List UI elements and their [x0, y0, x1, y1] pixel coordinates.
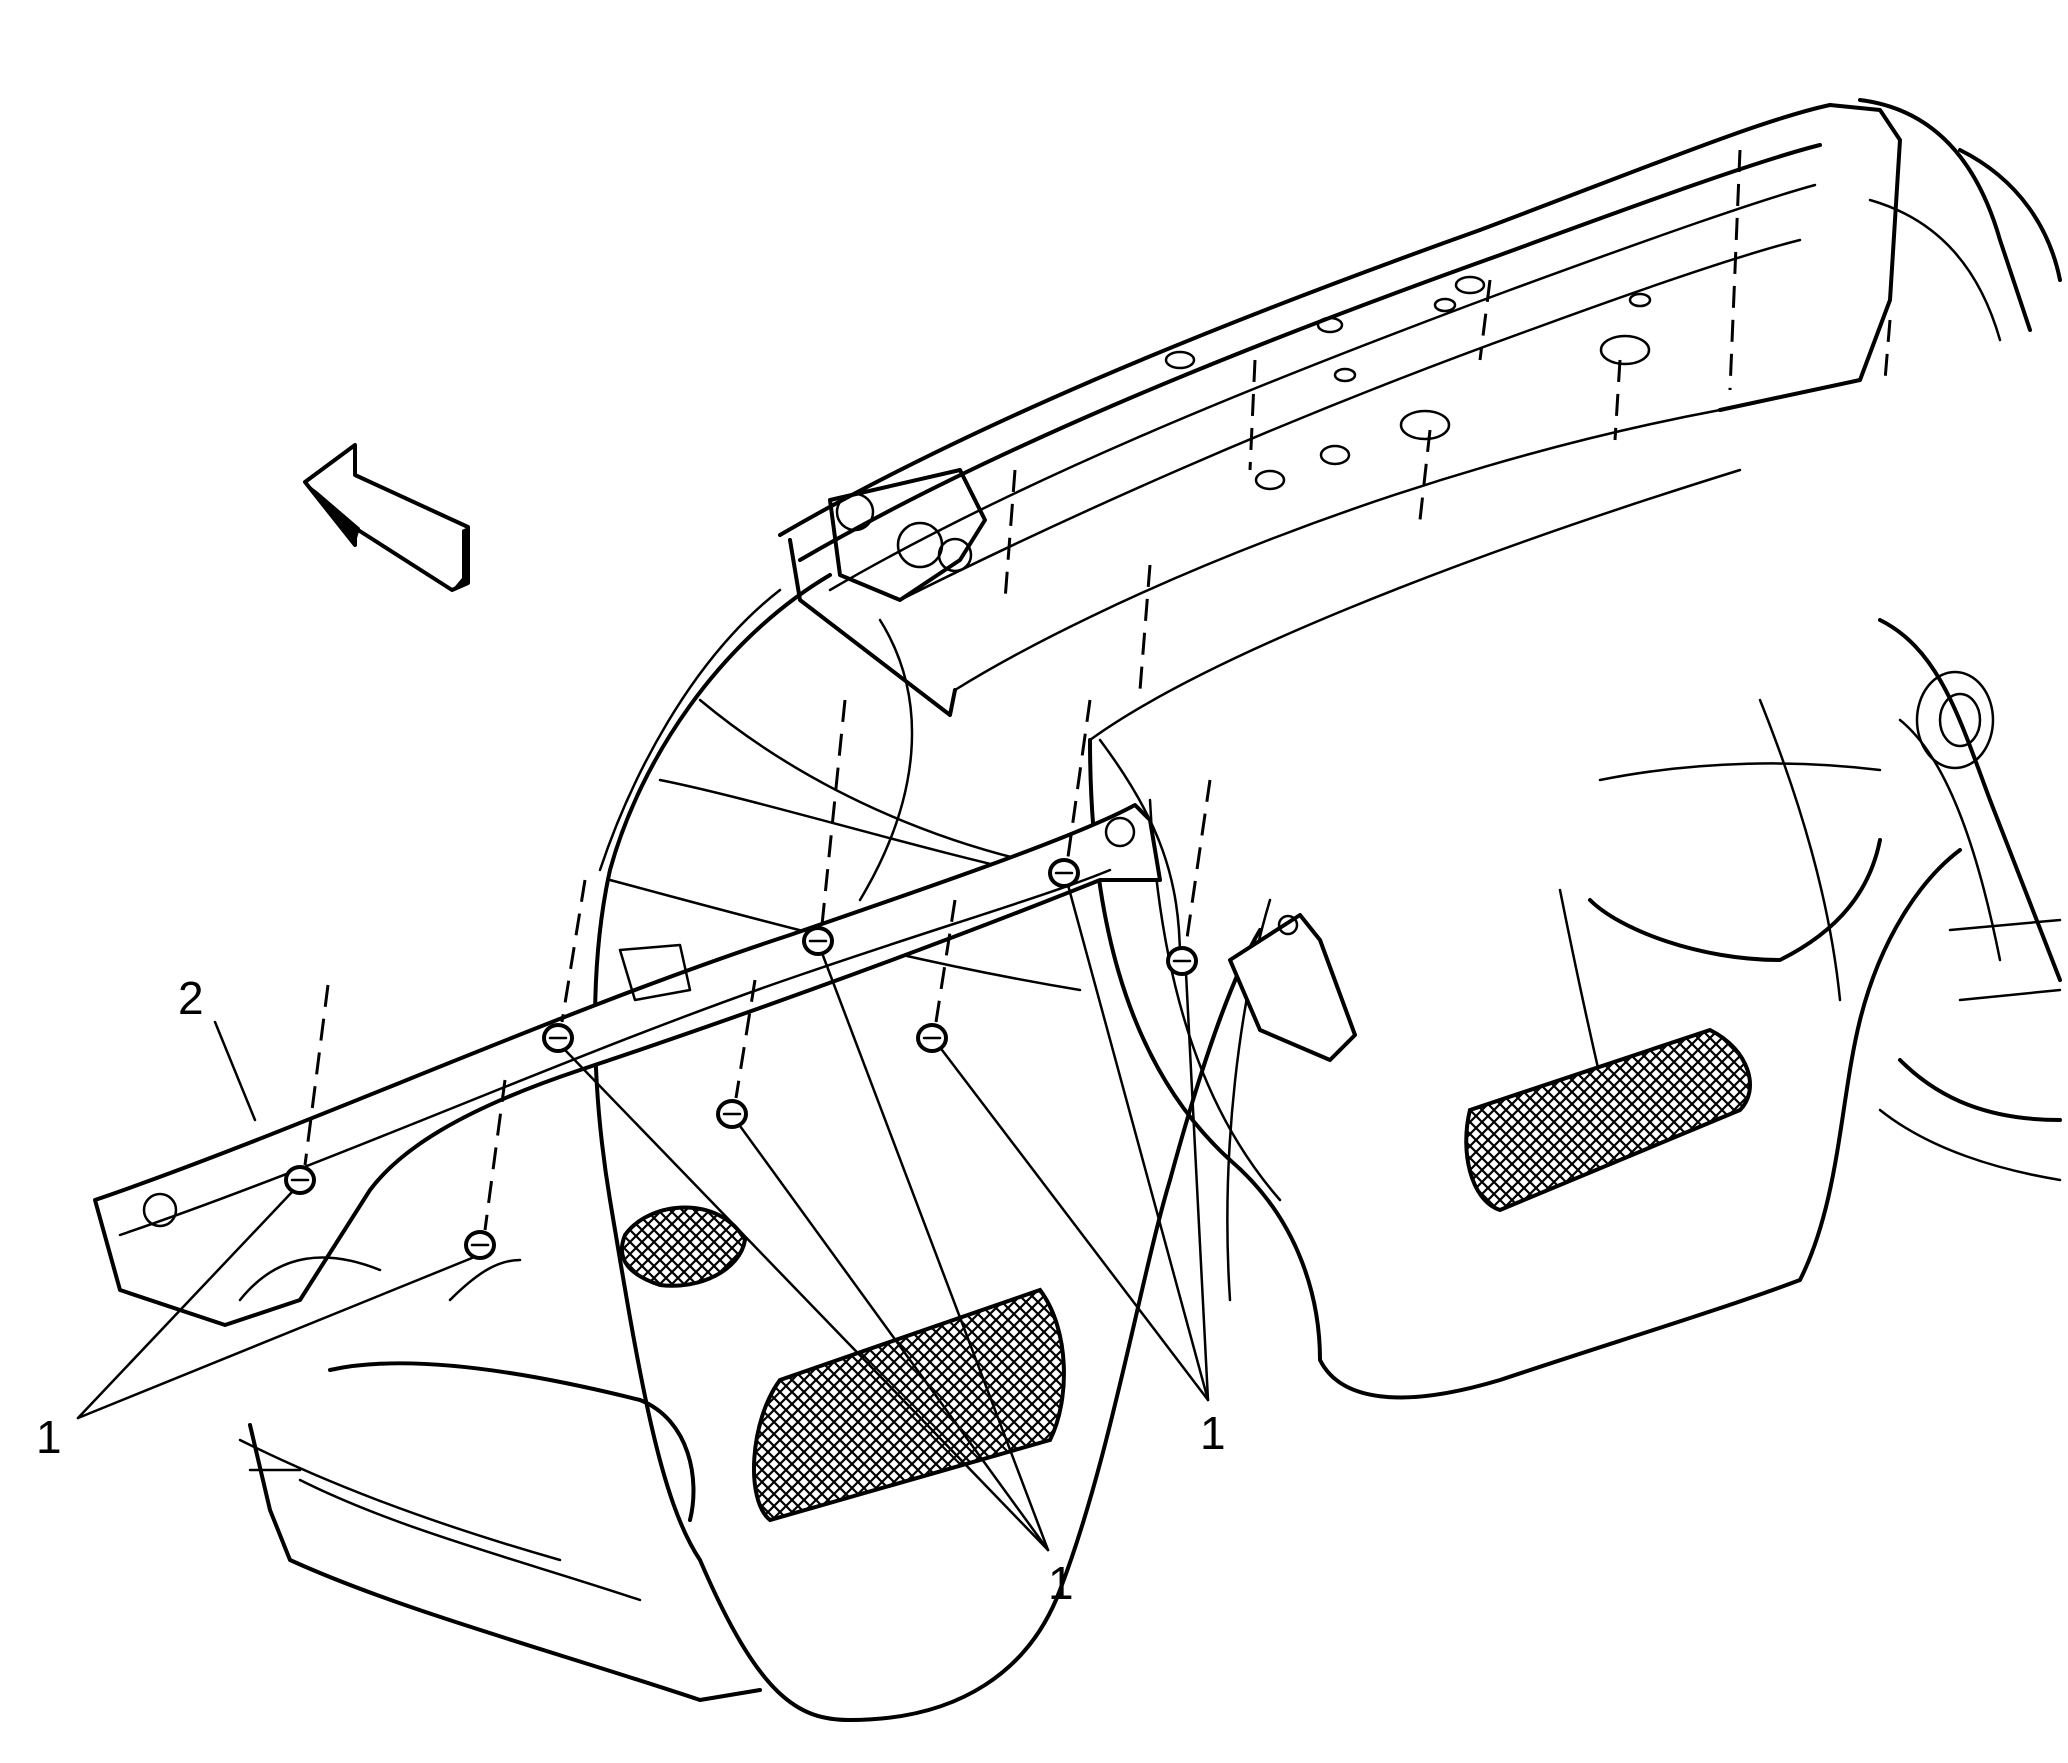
- callout-fasteners-right: 1: [1200, 1407, 1226, 1459]
- callout-part-2: 2: [178, 972, 204, 1024]
- push-pin-icon: [464, 1230, 496, 1260]
- push-pin-icon: [716, 1099, 748, 1129]
- push-pin-icon: [542, 1023, 574, 1053]
- push-pin-icon: [284, 1165, 316, 1195]
- callout-fasteners-left: 1: [36, 1411, 62, 1463]
- callout-fasteners-center: 1: [1048, 1557, 1074, 1609]
- fastener-insertion-lines: [303, 699, 1212, 1231]
- lower-lip: [238, 1361, 762, 1702]
- fasteners: [284, 858, 1198, 1260]
- upper-beam: [778, 98, 2062, 742]
- direction-arrow-icon: [303, 443, 470, 592]
- lower-grilles: [619, 1027, 1752, 1523]
- push-pin-icon: [1166, 946, 1198, 976]
- leader-lines: [76, 883, 1210, 1552]
- push-pin-icon: [1048, 858, 1080, 888]
- bumper-fascia: [593, 573, 2062, 1722]
- right-bracket: [1228, 913, 1357, 1062]
- push-pin-icon: [916, 1023, 948, 1053]
- push-pin-icon: [802, 926, 834, 956]
- beam-attachment-lines: [1003, 149, 1892, 691]
